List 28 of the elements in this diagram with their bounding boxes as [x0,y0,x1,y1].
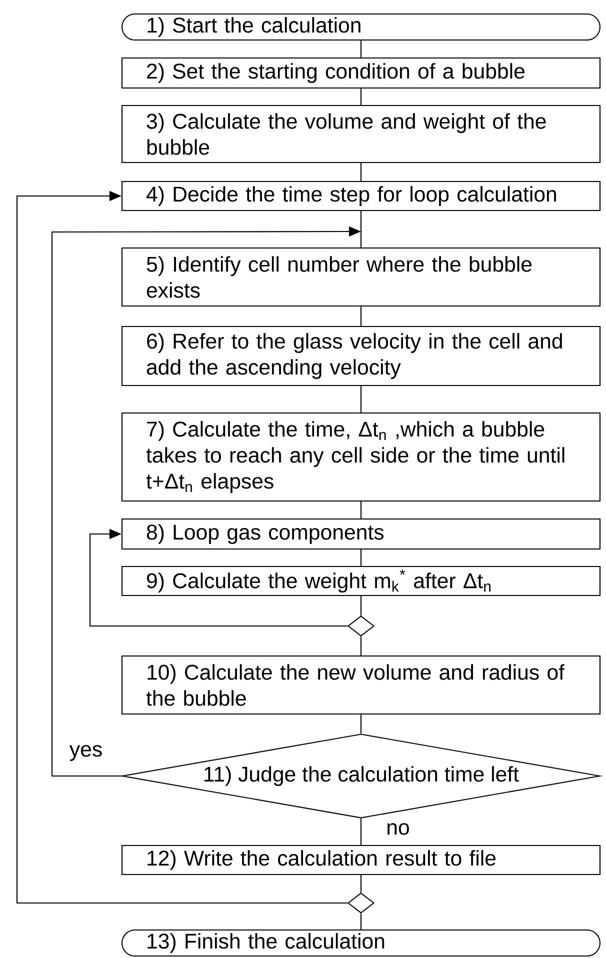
process-box: 9) Calculate the weight m$_{k}$$^{*}$ after Δt$_{n}$ [121,566,601,596]
edge-label: yes [68,744,104,762]
process-box: 2) Set the starting condition of a bubble [121,57,601,89]
flow-line [360,306,362,326]
flow-line [360,714,362,734]
flow-line [360,88,362,105]
flow-line [360,914,362,930]
flow-line [360,211,362,248]
flow-line [360,40,362,58]
flow-line [360,163,362,181]
flow-line [360,818,362,845]
process-box: 3) Calculate the volume and weight of the bubble [121,104,601,164]
process-box: 10) Calculate the new volume and radius of the bubble [121,655,601,715]
flow-line [360,636,362,656]
process-box: 5) Identify cell number where the bubble exists [121,247,601,307]
flow-line [360,596,362,616]
flow-line [360,875,362,892]
edge-label: no [384,822,412,836]
flow-line [360,550,362,566]
flow-line [360,386,362,412]
flow-line [360,502,362,518]
process-box: 12) Write the calculation result to file [121,844,601,876]
process-box: 8) Loop gas components [121,518,601,550]
process-box: 6) Refer to the glass velocity in the cell and add the ascending velocity [121,326,601,386]
arrow [89,528,348,627]
arrow [16,190,348,904]
process-box: 7) Calculate the time, Δt$_{n}$ ,which a bubble takes to reach any cell side or the time until t+Δt$_{n}$ elapses [121,412,601,502]
process-box: 4) Decide the time step for loop calculation [121,180,601,212]
